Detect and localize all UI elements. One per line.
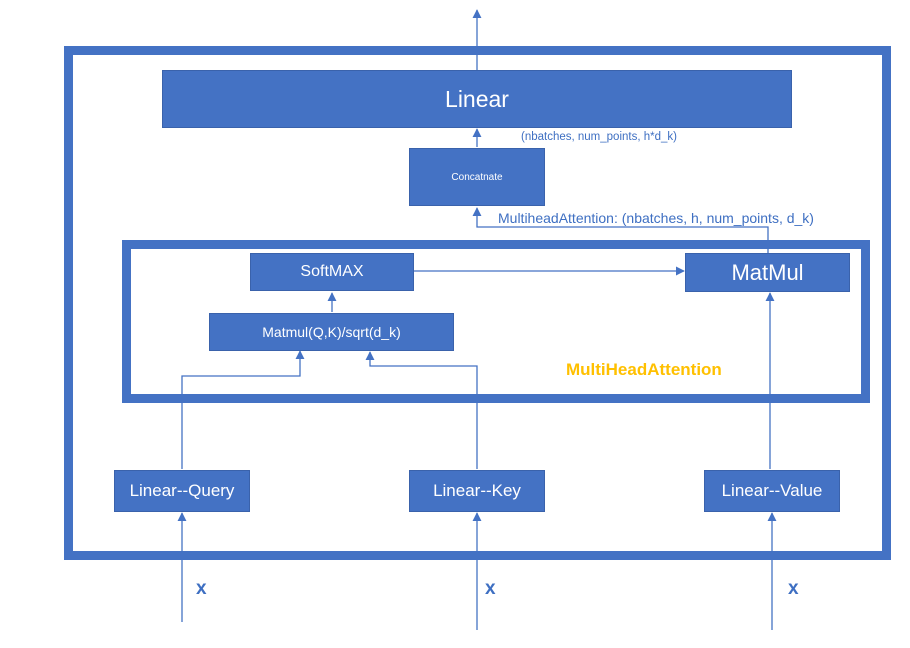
concatenate-block: Concatnate xyxy=(409,148,545,206)
input-x-key: x xyxy=(485,578,496,599)
key-to-scaled-arrow xyxy=(365,351,478,469)
softmax-block: SoftMAX xyxy=(250,253,414,291)
concat-shape-label: (nbatches, num_points, h*d_k) xyxy=(521,131,677,143)
mha-shape-label: MultiheadAttention: (nbatches, h, num_po… xyxy=(498,210,814,226)
input-x-query: x xyxy=(196,578,207,599)
multihead-attention-frame xyxy=(122,240,870,403)
matmul-to-concat-arrow xyxy=(472,207,769,253)
matmul-block: MatMul xyxy=(685,253,850,292)
query-to-scaled-arrow xyxy=(181,350,305,469)
mha-title-label: MultiHeadAttention xyxy=(566,360,722,379)
linear-query-block: Linear--Query xyxy=(114,470,250,512)
input-x-value: x xyxy=(788,578,799,599)
linear-key-block: Linear--Key xyxy=(409,470,545,512)
scaled-matmul-block: Matmul(Q,K)/sqrt(d_k) xyxy=(209,313,454,351)
linear-value-block: Linear--Value xyxy=(704,470,840,512)
linear-output-block: Linear xyxy=(162,70,792,128)
